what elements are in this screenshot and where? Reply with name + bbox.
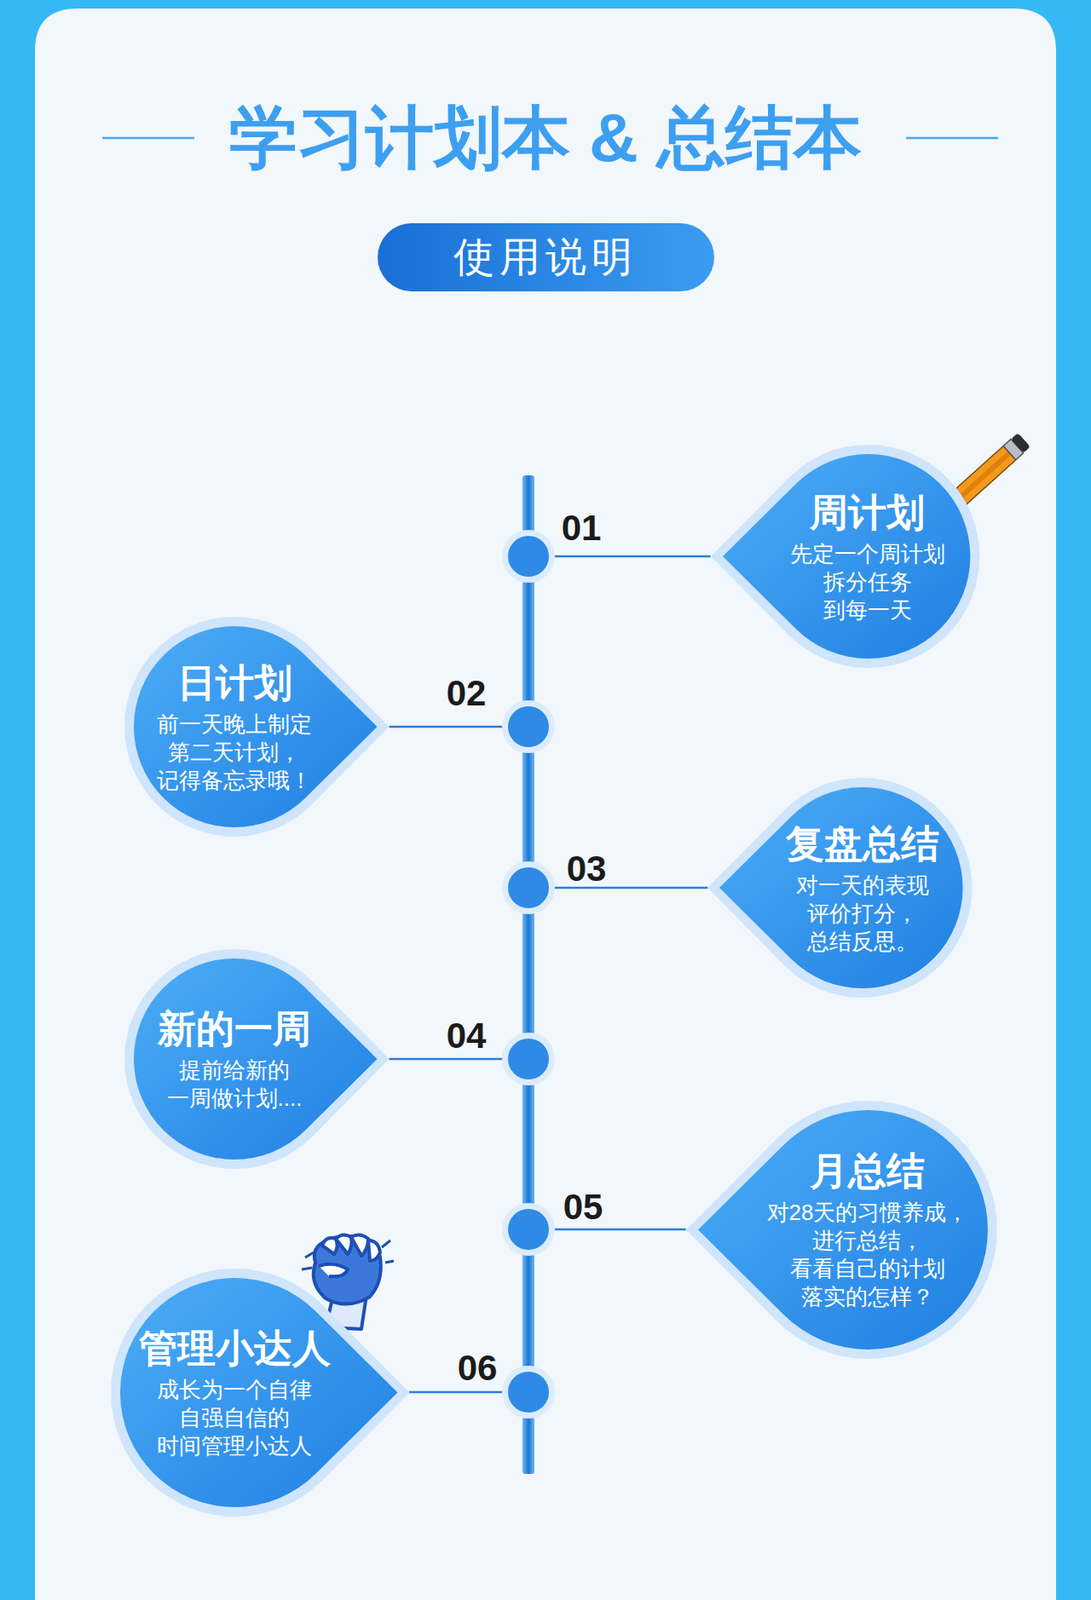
- timeline-dot: [502, 1203, 555, 1257]
- leader-line: [389, 726, 503, 729]
- node-heading: 管理小达人: [138, 1325, 331, 1374]
- leader-line: [554, 555, 711, 559]
- timeline-dot: [502, 1366, 555, 1420]
- dot-halo: [502, 700, 555, 754]
- teardrop-node: 周计划先定一个周计划 拆分任务 到每一天: [707, 441, 983, 672]
- text-group: 周计划先定一个周计划 拆分任务 到每一天: [790, 489, 946, 625]
- dot-halo: [502, 1366, 555, 1420]
- teardrop-fill: [119, 1278, 397, 1508]
- callout-number: 02: [446, 673, 487, 715]
- timeline-dots: [502, 530, 555, 1420]
- text-group: 新的一周提前给新的 一周做计划....: [157, 1005, 312, 1114]
- node-body: 前一天晚上制定 第二天计划， 记得备忘录哦！: [156, 710, 312, 796]
- badge-text: 使用说明: [453, 231, 638, 283]
- dot-fill: [507, 536, 549, 578]
- timeline-dot: [502, 530, 555, 584]
- dot-fill: [507, 1039, 549, 1080]
- dot-halo: [502, 530, 555, 584]
- node-heading: 日计划: [177, 659, 293, 708]
- teardrop-node: 日计划前一天晚上制定 第二天计划， 记得备忘录哦！: [121, 613, 393, 841]
- teardrop-fill: [722, 454, 970, 659]
- node-heading: 月总结: [809, 1148, 925, 1196]
- node-body: 对28天的习惯养成， 进行总结， 看看自己的计划 落实的怎样？: [767, 1199, 970, 1312]
- node-body: 先定一个周计划 拆分任务 到每一天: [790, 540, 946, 625]
- dot-fill: [507, 1209, 549, 1251]
- pill-badge: 使用说明: [377, 223, 715, 292]
- teardrop-fill: [698, 1110, 988, 1351]
- timeline-bar: [522, 475, 535, 1475]
- title: 学习计划本 & 总结本: [0, 98, 1091, 178]
- callout-number: 04: [446, 1015, 487, 1057]
- node-heading: 周计划: [809, 489, 925, 537]
- node-heading: 新的一周: [157, 1005, 312, 1054]
- text-group: 管理小达人成长为一个自律 自强自信的 时间管理小达人: [138, 1325, 331, 1461]
- teardrop-halo: [109, 1269, 409, 1518]
- node-body: 成长为一个自律 自强自信的 时间管理小达人: [156, 1376, 312, 1461]
- dot-halo: [502, 1203, 555, 1257]
- teardrop-node: 复盘总结对一天的表现 评价打分， 总结反思。: [704, 774, 976, 1002]
- leader-line: [554, 1229, 687, 1232]
- node-heading: 复盘总结: [785, 820, 940, 869]
- teardrop-node: 新的一周提前给新的 一周做计划....: [121, 946, 393, 1173]
- teardrop-halo: [124, 617, 390, 838]
- text-group: 日计划前一天晚上制定 第二天计划， 记得备忘录哦！: [156, 659, 312, 796]
- leader-lines: [389, 556, 711, 1393]
- dot-halo: [502, 861, 555, 915]
- node-body: 提前给新的 一周做计划....: [167, 1056, 303, 1114]
- teardrop-halo: [686, 1101, 998, 1360]
- callout-number: 06: [457, 1348, 498, 1390]
- text-group: 使用说明: [453, 231, 638, 283]
- dot-fill: [507, 1372, 549, 1414]
- panel: [34, 8, 1057, 1600]
- teardrop-node: 管理小达人成长为一个自律 自强自信的 时间管理小达人: [107, 1265, 413, 1521]
- leader-line: [389, 1058, 503, 1062]
- teardrop-halo: [124, 949, 390, 1170]
- text-group: 复盘总结对一天的表现 评价打分， 总结反思。: [785, 820, 940, 957]
- callout-number: 01: [561, 507, 602, 549]
- dot-fill: [507, 706, 549, 748]
- teardrop-fill: [133, 958, 378, 1161]
- dot-fill: [507, 867, 549, 909]
- callout-number: 03: [566, 848, 607, 890]
- teardrop-halo: [707, 778, 973, 999]
- pill-fill: [377, 223, 715, 292]
- timeline-dot: [502, 700, 555, 754]
- teardrop-node: 月总结对28天的习惯养成， 进行总结， 看看自己的计划 落实的怎样？: [682, 1097, 1001, 1363]
- node-body: 对一天的表现 评价打分， 总结反思。: [796, 871, 930, 957]
- teardrop-halo: [710, 444, 980, 669]
- dot-halo: [502, 1033, 555, 1086]
- timeline-dot: [502, 1033, 555, 1086]
- title-rule: [906, 137, 999, 140]
- leader-line: [409, 1391, 503, 1395]
- teardrop-fill: [719, 787, 964, 989]
- callout-number: 05: [563, 1187, 604, 1229]
- title-rule: [102, 137, 195, 140]
- timeline-dot: [502, 861, 555, 915]
- teardrop-fill: [133, 626, 378, 828]
- text-group: 月总结对28天的习惯养成， 进行总结， 看看自己的计划 落实的怎样？: [767, 1148, 970, 1312]
